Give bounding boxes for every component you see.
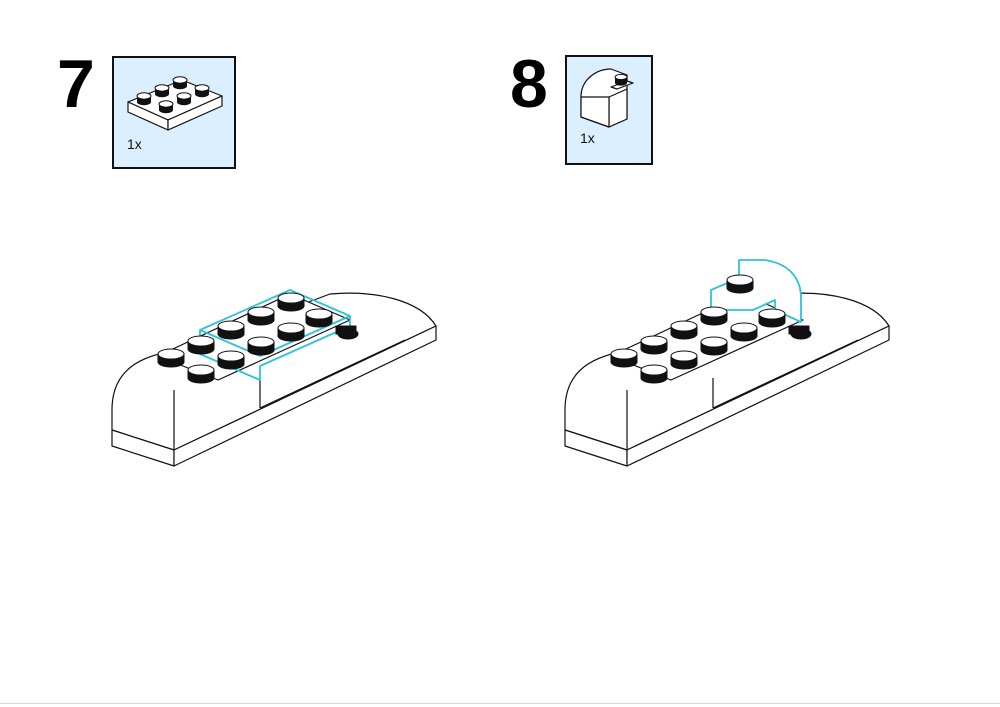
step-7: 7 1x — [57, 46, 437, 467]
parts-callout: 1x — [112, 56, 236, 169]
stud — [187, 364, 215, 384]
stud — [640, 335, 668, 355]
stud — [700, 336, 728, 356]
stud — [788, 325, 812, 340]
stud — [726, 274, 754, 294]
assembly-illustration — [564, 259, 890, 467]
plate-2x3-icon — [127, 76, 223, 131]
step-number: 7 — [57, 46, 95, 122]
page-divider — [0, 703, 1000, 704]
parts-callout: 1x — [565, 55, 653, 165]
part-quantity: 1x — [127, 136, 142, 152]
stud — [277, 322, 305, 342]
part-quantity: 1x — [580, 130, 595, 146]
stud — [335, 325, 359, 340]
stud — [247, 306, 275, 326]
stud — [610, 348, 638, 368]
curved-slope-brick-icon — [580, 68, 634, 128]
stud — [670, 350, 698, 370]
stud — [730, 322, 758, 342]
stud — [277, 292, 305, 312]
stud — [247, 336, 275, 356]
stud — [187, 335, 215, 355]
stud — [157, 348, 185, 368]
assembly-illustration — [111, 289, 437, 467]
stud — [640, 364, 668, 384]
step-number: 8 — [510, 46, 548, 122]
stud — [217, 320, 245, 340]
stud — [700, 306, 728, 326]
stud — [217, 350, 245, 370]
stud — [670, 320, 698, 340]
stud — [305, 308, 333, 328]
stud — [758, 308, 786, 328]
step-8: 8 1x — [453, 0, 953, 707]
